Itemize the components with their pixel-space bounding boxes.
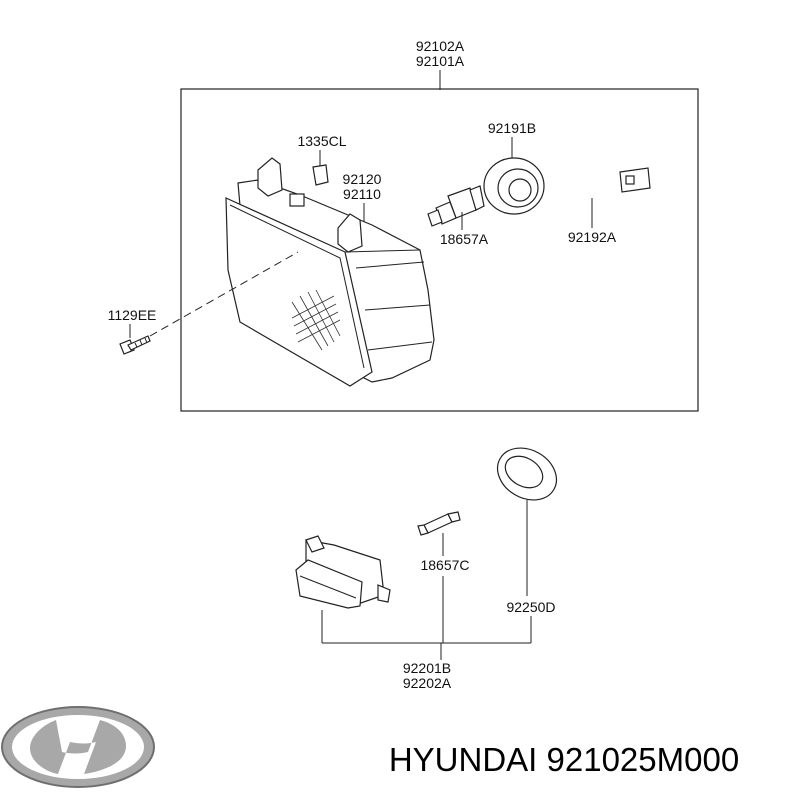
screw-part (119, 335, 151, 355)
label-92120: 92120 (343, 171, 382, 187)
label-92202A: 92202A (403, 675, 452, 691)
label-92191B: 92191B (488, 120, 536, 136)
label-18657A: 18657A (440, 231, 489, 247)
headlamp-bulb (427, 185, 485, 227)
screw-leader-dashed (149, 251, 299, 337)
wiring-harness (536, 156, 651, 195)
brand-part-number: HYUNDAI 921025M000 (389, 741, 739, 778)
label-18657C: 18657C (420, 557, 469, 573)
label-92110: 92110 (343, 186, 381, 202)
label-92102A: 92102A (416, 38, 465, 54)
label-92101A: 92101A (416, 53, 465, 69)
headlamp-group: 92102A 92101A (108, 38, 699, 412)
foglamp-group: 92250D 18657C 92201B 92202A (295, 447, 558, 691)
clip-part (312, 164, 329, 186)
foglamp-housing (295, 535, 391, 609)
label-1335CL: 1335CL (297, 133, 346, 149)
brand-name: HYUNDAI (389, 741, 538, 778)
vent-hatching (291, 289, 341, 351)
foglamp-bulb (417, 511, 461, 536)
label-92250D: 92250D (506, 599, 555, 615)
headlamp-housing (225, 157, 435, 387)
label-92192A: 92192A (568, 229, 617, 245)
label-1129EE: 1129EE (108, 307, 157, 323)
label-92201B: 92201B (403, 660, 451, 676)
part-number: 921025M000 (547, 741, 740, 778)
socket-part (483, 157, 545, 215)
foglamp-ring (496, 447, 558, 501)
headlamp-frame (180, 88, 699, 412)
hyundai-logo-icon (1, 706, 155, 788)
